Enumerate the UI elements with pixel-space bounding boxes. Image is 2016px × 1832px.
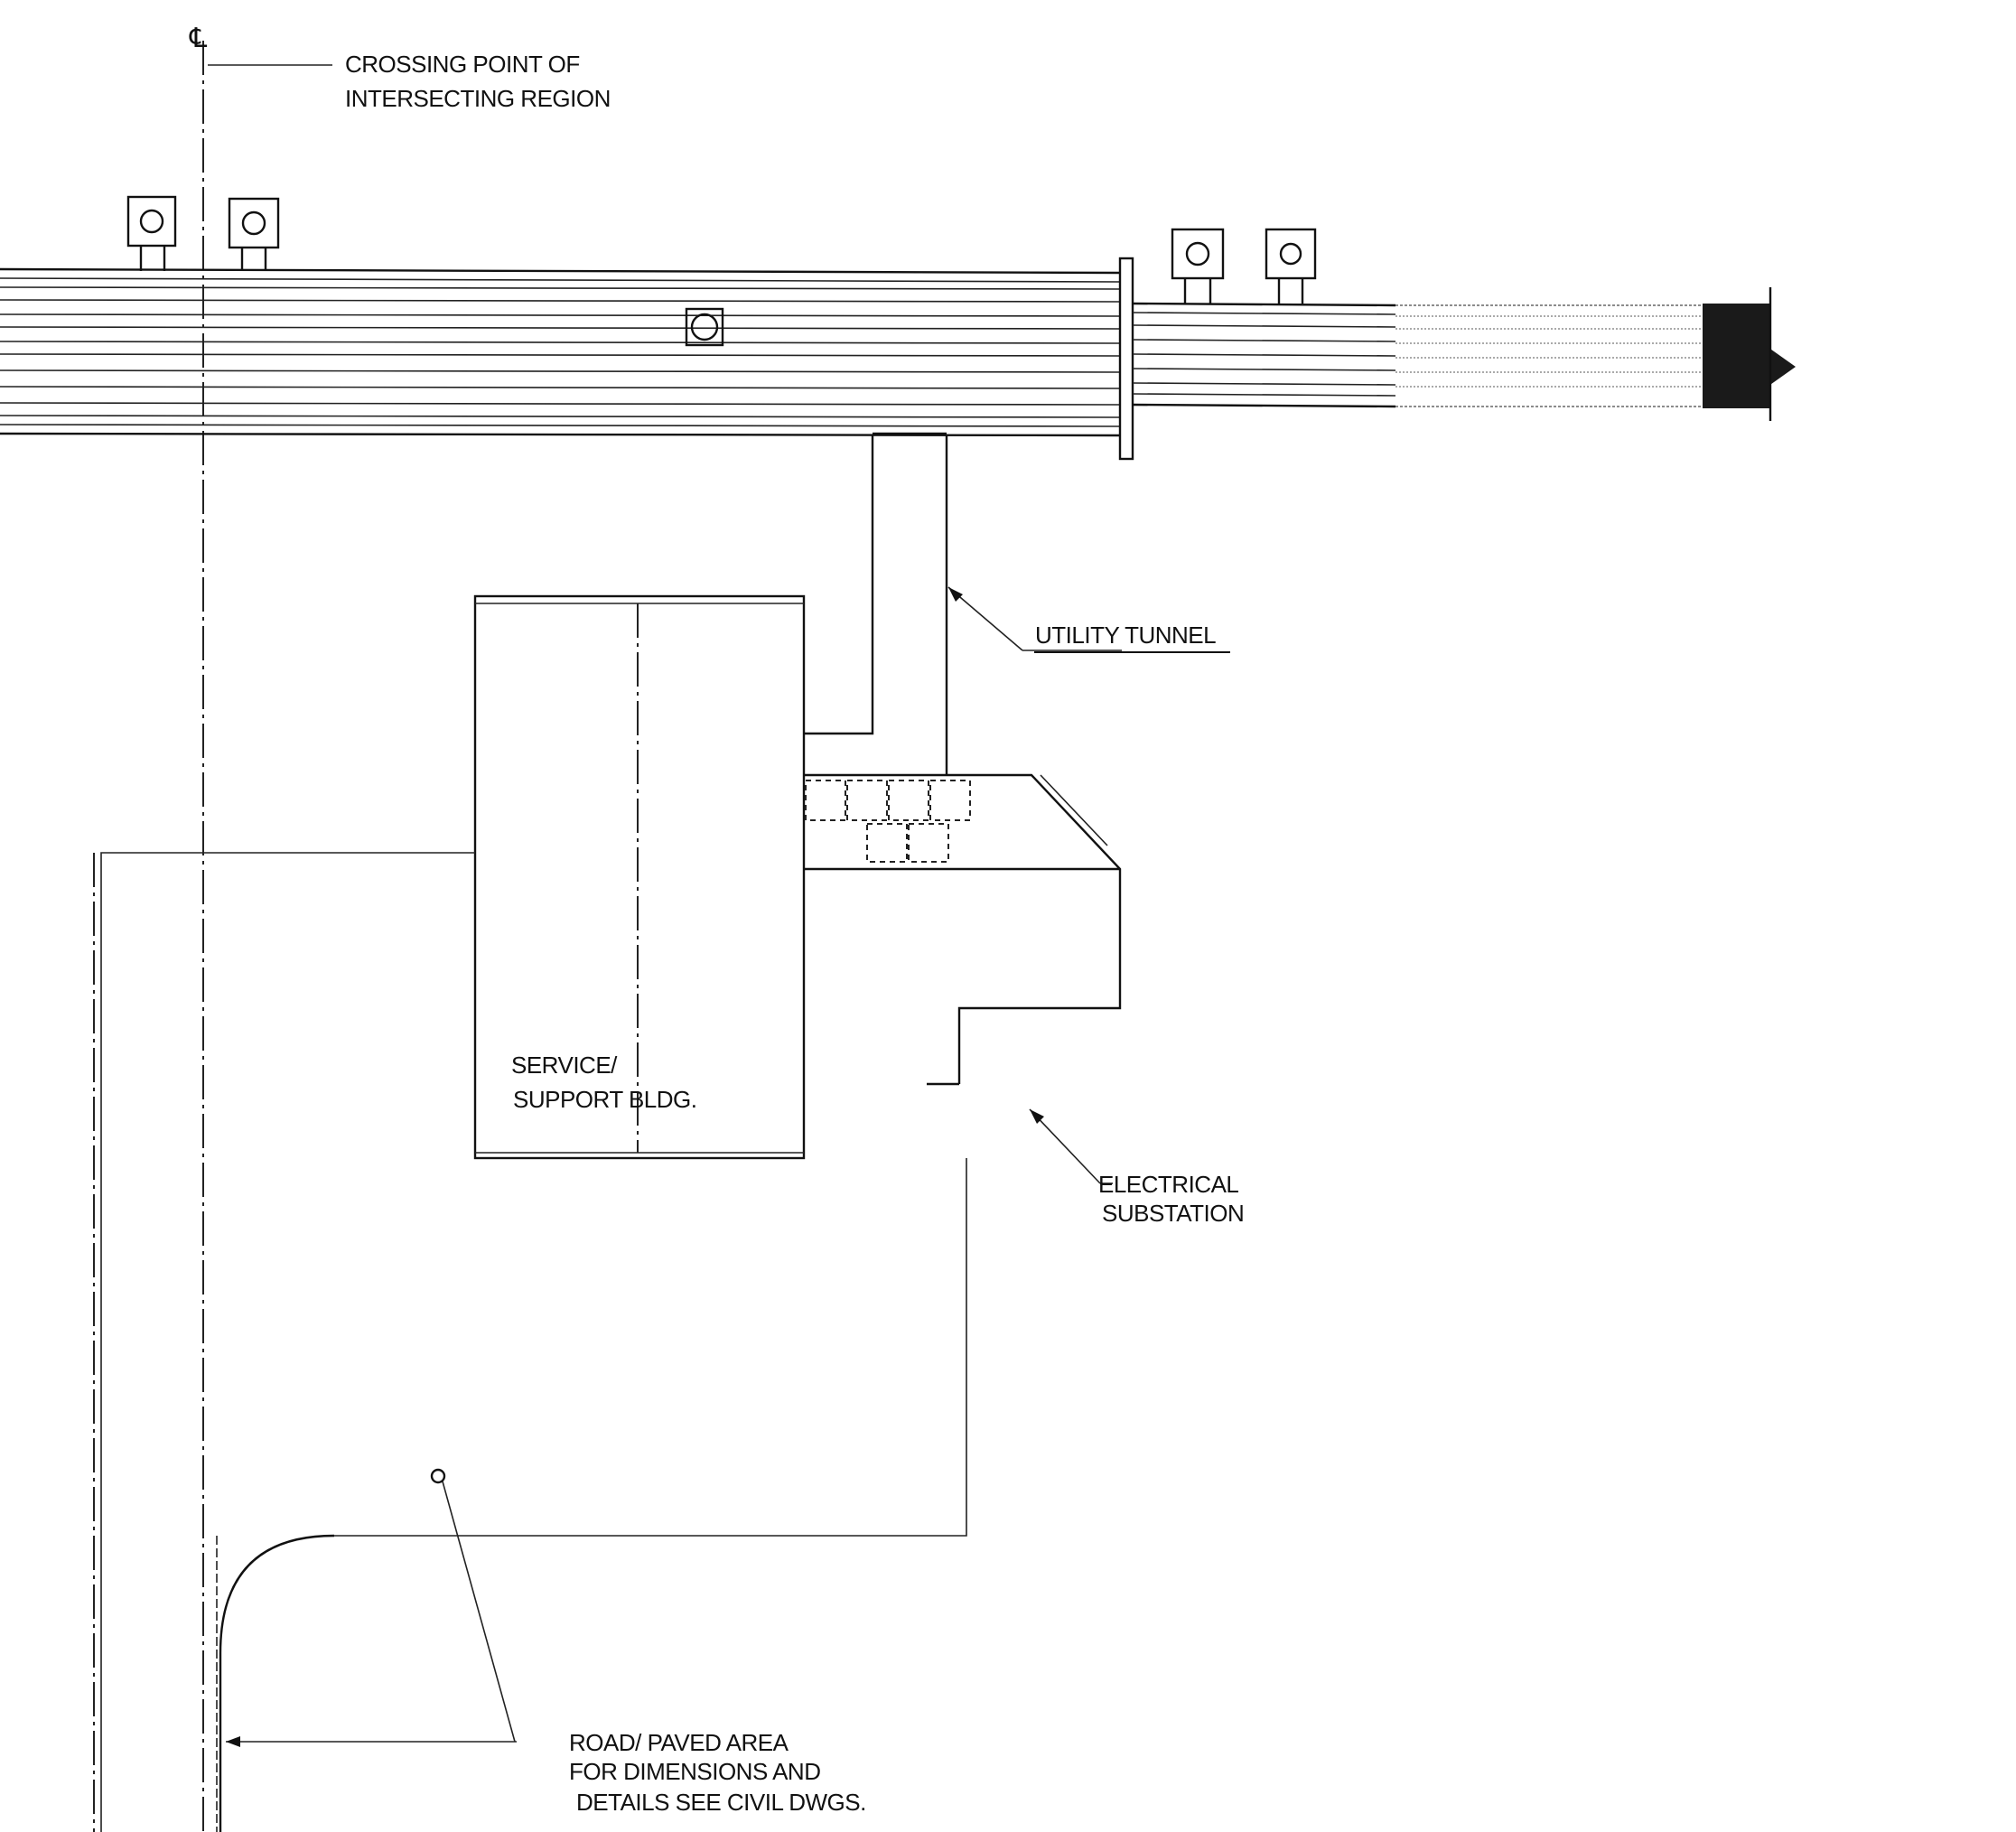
- electrical-label-line1: ELECTRICAL: [1098, 1171, 1238, 1198]
- main-tunnel-left: [0, 267, 1121, 437]
- crossing-label-line1: CROSSING POINT OF: [345, 51, 580, 78]
- tunnel-flange: [1118, 257, 1134, 461]
- road-paved-area: ROAD/ PAVED AREA FOR DIMENSIONS AND DETA…: [216, 1468, 866, 1832]
- electrical-substation: ELECTRICAL SUBSTATION: [804, 773, 1245, 1227]
- service-label-line2: SUPPORT BLDG.: [513, 1086, 697, 1113]
- centerline: ℄ CROSSING POINT OF INTERSECTING REGION: [189, 23, 611, 1832]
- service-label-line1: SERVICE/: [511, 1052, 618, 1079]
- magnet-symbol-4: [1265, 228, 1317, 304]
- magnet-symbol-2: [228, 197, 280, 271]
- main-tunnel-right-faded: [1395, 304, 1703, 407]
- inline-device-symbol: [685, 307, 724, 347]
- utility-tunnel: UTILITY TUNNEL: [804, 432, 1230, 775]
- magnet-symbol-1: [126, 195, 177, 271]
- main-tunnel-right: [1132, 302, 1396, 408]
- road-label-line1: ROAD/ PAVED AREA: [569, 1729, 789, 1756]
- beam-dump-block: [1703, 287, 1796, 421]
- road-label-line3: DETAILS SEE CIVIL DWGS.: [576, 1789, 866, 1816]
- magnet-symbol-3: [1171, 228, 1225, 304]
- road-label-line2: FOR DIMENSIONS AND: [569, 1758, 820, 1785]
- utility-tunnel-label: UTILITY TUNNEL: [1035, 622, 1216, 649]
- crossing-label-line2: INTERSECTING REGION: [345, 85, 611, 112]
- site-boundary: [93, 852, 967, 1832]
- service-support-building: SERVICE/ SUPPORT BLDG.: [473, 594, 806, 1160]
- electrical-label-line2: SUBSTATION: [1102, 1200, 1244, 1227]
- centerline-symbol: ℄: [189, 23, 207, 53]
